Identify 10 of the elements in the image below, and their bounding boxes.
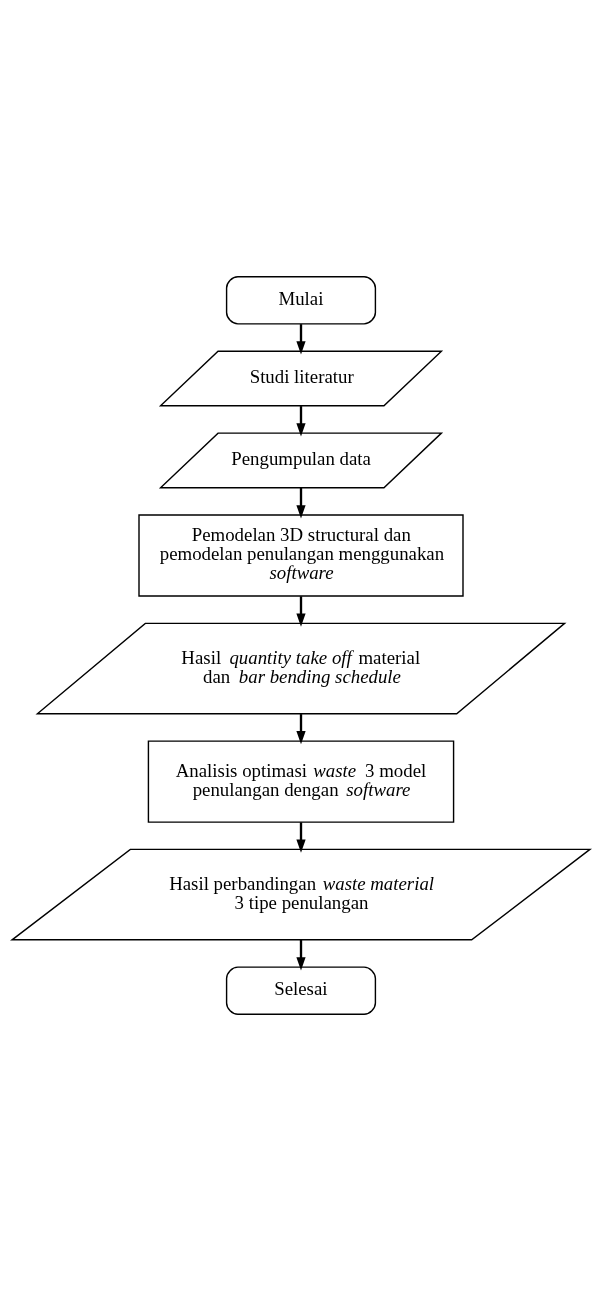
arrow [296,487,306,519]
arrow [296,714,306,745]
node-box: Pemodelan 3D structural dan pemodelan penulangan menggunakan software [138,514,464,597]
arrow [296,406,306,437]
arrow [296,822,306,853]
arrow [296,939,306,971]
arrow [296,596,306,627]
node-box: Analisis optimasi waste 3 model penulangan dengan software [147,740,455,823]
node-box: Mulai [225,276,377,325]
node-box: Selesai [225,966,377,1015]
